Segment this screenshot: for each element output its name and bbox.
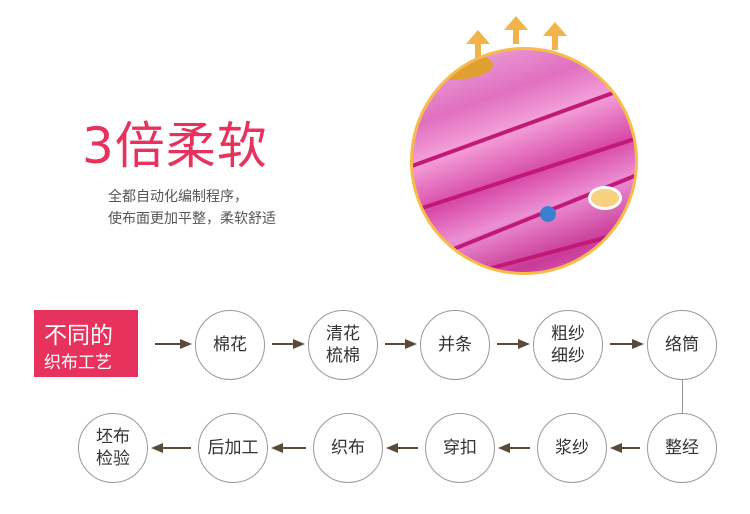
process-step: 坯布检验 <box>78 413 148 483</box>
description: 全都自动化编制程序， 使布面更加平整，柔软舒适 <box>108 186 276 230</box>
process-step-label: 坯布 <box>96 427 130 447</box>
process-step: 棉花 <box>195 310 265 380</box>
process-step-label: 梳棉 <box>326 346 360 366</box>
process-step: 织布 <box>313 413 383 483</box>
process-step: 络筒 <box>647 310 717 380</box>
process-step-label: 后加工 <box>207 438 259 458</box>
arrow-left-icon <box>271 443 306 453</box>
arrow-right-icon <box>272 339 305 349</box>
process-step-label: 棉花 <box>213 335 247 355</box>
process-step-label: 粗纱 <box>551 324 585 344</box>
description-line: 全都自动化编制程序， <box>108 189 248 205</box>
process-step: 清花梳棉 <box>308 310 378 380</box>
process-step: 并条 <box>420 310 490 380</box>
process-step-label: 浆纱 <box>555 438 589 458</box>
process-step-label: 络筒 <box>665 335 699 355</box>
process-step-label: 并条 <box>438 335 472 355</box>
process-label-line: 织布工艺 <box>44 353 112 373</box>
process-step-label: 检验 <box>96 449 130 469</box>
process-step-label: 清花 <box>326 324 360 344</box>
process-label-line: 不同的 <box>44 323 113 349</box>
description-line: 使布面更加平整，柔软舒适 <box>108 211 276 227</box>
process-step-label: 整经 <box>665 438 699 458</box>
process-step: 后加工 <box>198 413 268 483</box>
process-step: 穿扣 <box>425 413 495 483</box>
arrow-left-icon <box>386 443 418 453</box>
arrow-right-icon <box>610 339 644 349</box>
process-label: 不同的 织布工艺 <box>34 310 138 377</box>
arrow-right-icon <box>385 339 417 349</box>
headline: 3倍柔软 <box>82 117 268 175</box>
process-step-label: 织布 <box>331 438 365 458</box>
fabric-closeup-image <box>410 47 638 275</box>
process-step-label: 穿扣 <box>443 438 477 458</box>
process-step: 浆纱 <box>537 413 607 483</box>
arrow-right-icon <box>497 339 530 349</box>
process-step-label: 细纱 <box>551 346 585 366</box>
arrow-right-icon <box>155 339 192 349</box>
arrow-left-icon <box>498 443 530 453</box>
connector-line <box>682 380 683 414</box>
arrow-left-icon <box>151 443 191 453</box>
process-step: 整经 <box>647 413 717 483</box>
process-step: 粗纱细纱 <box>533 310 603 380</box>
arrow-left-icon <box>610 443 640 453</box>
